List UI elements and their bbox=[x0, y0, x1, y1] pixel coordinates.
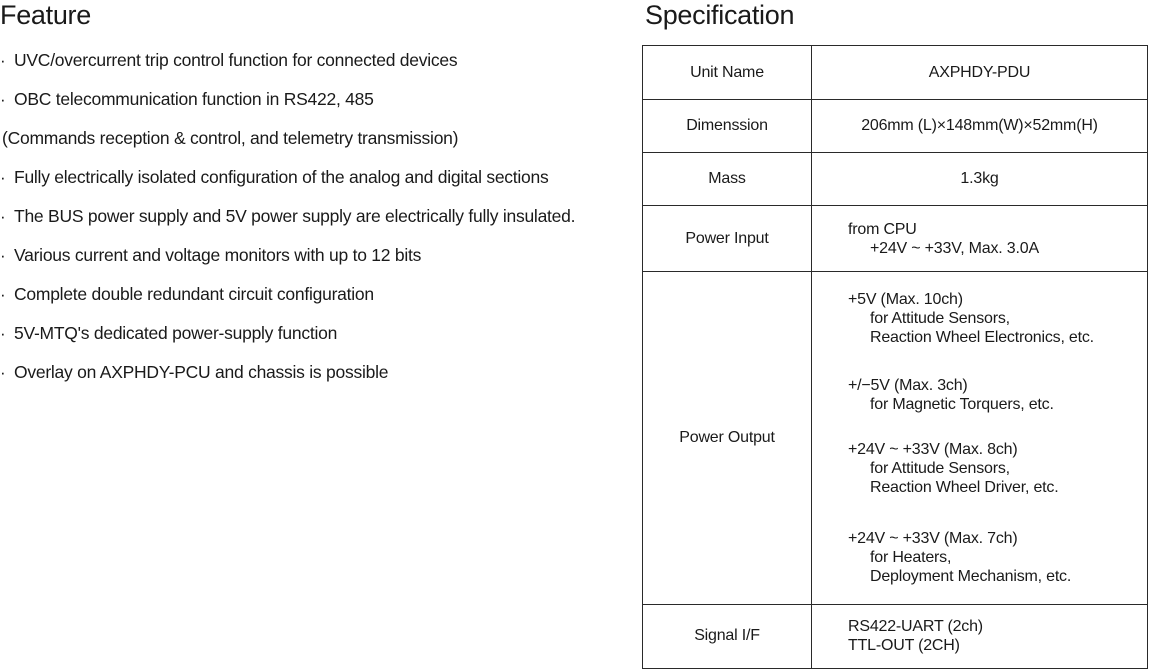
spec-value: from CPU +24V ~ +33V, Max. 3.0A bbox=[811, 205, 1148, 273]
power-input-source: from CPU bbox=[848, 220, 917, 238]
output-head: +24V ~ +33V (Max. 7ch) bbox=[848, 530, 1018, 548]
output-detail: for Attitude Sensors, bbox=[870, 310, 1010, 328]
bullet-dot: · bbox=[0, 207, 6, 226]
feature-item: · Complete double redundant circuit conf… bbox=[0, 275, 630, 314]
spec-row-power-input: Power Input from CPU +24V ~ +33V, Max. 3… bbox=[642, 205, 1148, 273]
bullet-dot: · bbox=[0, 363, 6, 382]
signal-line: RS422-UART (2ch) bbox=[848, 618, 983, 636]
output-detail: for Heaters, bbox=[870, 549, 952, 567]
spec-label: Dimenssion bbox=[642, 99, 812, 154]
bullet-dot: · bbox=[0, 324, 6, 343]
feature-item: · Various current and voltage monitors w… bbox=[0, 236, 630, 275]
spec-value: 206mm (L)×148mm(W)×52mm(H) bbox=[811, 99, 1148, 154]
feature-text: Various current and voltage monitors wit… bbox=[14, 245, 422, 265]
specification-heading: Specification bbox=[645, 0, 795, 30]
feature-heading: Feature bbox=[0, 0, 91, 30]
spec-row-dimension: Dimenssion 206mm (L)×148mm(W)×52mm(H) bbox=[642, 99, 1148, 154]
specification-table: Unit Name AXPHDY-PDU Dimenssion 206mm (L… bbox=[642, 44, 1148, 670]
spec-value: +5V (Max. 10ch) for Attitude Sensors, Re… bbox=[811, 271, 1148, 605]
feature-item: · 5V-MTQ's dedicated power-supply functi… bbox=[0, 314, 630, 353]
bullet-dot: · bbox=[0, 285, 6, 304]
power-output-group: +5V (Max. 10ch) for Attitude Sensors, Re… bbox=[848, 290, 1147, 347]
feature-item-continuation: (Commands reception & control, and telem… bbox=[0, 119, 630, 158]
power-input-range: +24V ~ +33V, Max. 3.0A bbox=[870, 239, 1039, 257]
signal-line: TTL-OUT (2CH) bbox=[848, 637, 960, 655]
feature-text: UVC/overcurrent trip control function fo… bbox=[14, 50, 458, 70]
output-head: +/−5V (Max. 3ch) bbox=[848, 377, 968, 395]
spec-label: Signal I/F bbox=[642, 603, 812, 670]
spec-value: 1.3kg bbox=[811, 152, 1148, 207]
spec-label: Power Input bbox=[642, 205, 812, 273]
feature-text: OBC telecommunication function in RS422,… bbox=[14, 89, 374, 109]
feature-text: Fully electrically isolated configuratio… bbox=[14, 167, 549, 187]
spec-row-power-output: Power Output +5V (Max. 10ch) for Attitud… bbox=[642, 271, 1148, 605]
feature-text: Overlay on AXPHDY-PCU and chassis is pos… bbox=[14, 362, 389, 382]
spec-label: Unit Name bbox=[642, 44, 812, 101]
feature-text: 5V-MTQ's dedicated power-supply function bbox=[14, 323, 338, 343]
feature-item: · The BUS power supply and 5V power supp… bbox=[0, 197, 630, 236]
bullet-dot: · bbox=[0, 51, 6, 70]
feature-text: (Commands reception & control, and telem… bbox=[2, 128, 459, 148]
output-detail: Reaction Wheel Driver, etc. bbox=[870, 479, 1059, 497]
feature-item: · Fully electrically isolated configurat… bbox=[0, 158, 630, 197]
output-detail: for Magnetic Torquers, etc. bbox=[870, 396, 1054, 414]
output-detail: Deployment Mechanism, etc. bbox=[870, 568, 1072, 586]
output-detail: Reaction Wheel Electronics, etc. bbox=[870, 329, 1094, 347]
bullet-dot: · bbox=[0, 168, 6, 187]
feature-text: Complete double redundant circuit config… bbox=[14, 284, 374, 304]
power-output-group: +24V ~ +33V (Max. 8ch) for Attitude Sens… bbox=[848, 440, 1147, 497]
spec-row-unit-name: Unit Name AXPHDY-PDU bbox=[642, 44, 1148, 101]
output-head: +5V (Max. 10ch) bbox=[848, 291, 963, 309]
power-output-group: +24V ~ +33V (Max. 7ch) for Heaters, Depl… bbox=[848, 529, 1147, 586]
feature-item: · Overlay on AXPHDY-PCU and chassis is p… bbox=[0, 353, 630, 392]
output-head: +24V ~ +33V (Max. 8ch) bbox=[848, 441, 1018, 459]
bullet-dot: · bbox=[0, 90, 6, 109]
power-output-group: +/−5V (Max. 3ch) for Magnetic Torquers, … bbox=[848, 376, 1147, 414]
spec-row-signal-if: Signal I/F RS422-UART (2ch) TTL-OUT (2CH… bbox=[642, 603, 1148, 670]
feature-list: · UVC/overcurrent trip control function … bbox=[0, 41, 630, 392]
output-detail: for Attitude Sensors, bbox=[870, 460, 1010, 478]
spec-label: Power Output bbox=[642, 271, 812, 605]
spec-row-mass: Mass 1.3kg bbox=[642, 152, 1148, 207]
bullet-dot: · bbox=[0, 246, 6, 265]
feature-item: · UVC/overcurrent trip control function … bbox=[0, 41, 630, 80]
feature-item: · OBC telecommunication function in RS42… bbox=[0, 80, 630, 119]
spec-value: AXPHDY-PDU bbox=[811, 44, 1148, 101]
spec-value: RS422-UART (2ch) TTL-OUT (2CH) bbox=[811, 603, 1148, 670]
feature-text: The BUS power supply and 5V power supply… bbox=[14, 206, 576, 226]
spec-label: Mass bbox=[642, 152, 812, 207]
